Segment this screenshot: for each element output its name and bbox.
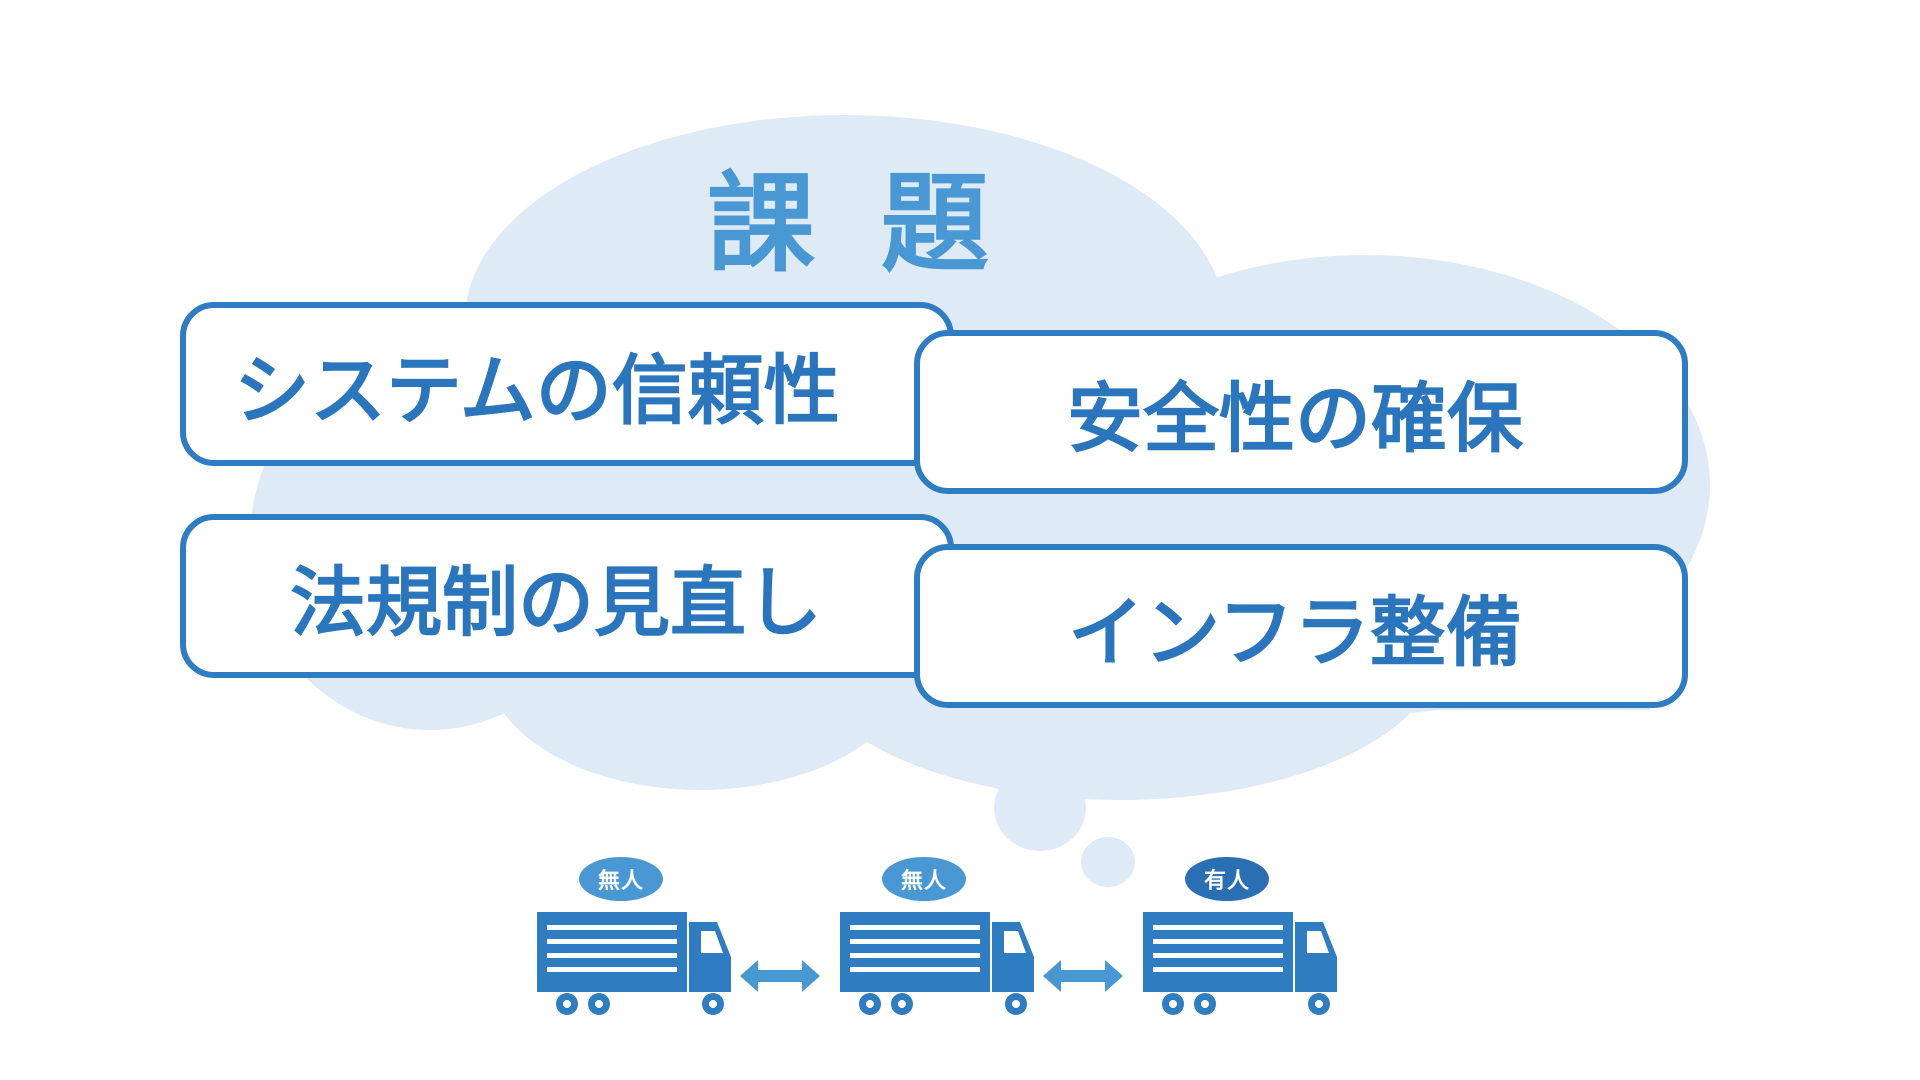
challenge-reliability: システムの信頼性 bbox=[180, 302, 954, 466]
challenge-safety: 安全性の確保 bbox=[914, 330, 1688, 494]
page-title: 課 題 bbox=[707, 162, 1003, 287]
truck-badge: 無人 bbox=[579, 857, 663, 901]
truck-icon bbox=[1143, 912, 1337, 1015]
challenge-regulation: 法規制の見直し bbox=[180, 514, 954, 678]
truck-unmanned-1: 無人 bbox=[537, 857, 737, 1017]
truck-badge: 有人 bbox=[1185, 857, 1269, 901]
truck-icon bbox=[840, 912, 1034, 1015]
truck-unmanned-2: 無人 bbox=[840, 857, 1040, 1017]
challenge-infrastructure: インフラ整備 bbox=[914, 544, 1688, 708]
challenge-label: インフラ整備 bbox=[1068, 588, 1522, 677]
challenge-label: 安全性の確保 bbox=[1067, 374, 1523, 463]
challenge-label: システムの信頼性 bbox=[234, 346, 840, 435]
truck-badge: 無人 bbox=[882, 857, 966, 901]
truck-manned: 有人 bbox=[1143, 857, 1343, 1017]
truck-icon bbox=[537, 912, 731, 1015]
double-arrow-icon bbox=[1043, 960, 1123, 992]
challenge-label: 法規制の見直し bbox=[290, 558, 822, 647]
double-arrow-icon bbox=[740, 960, 820, 992]
